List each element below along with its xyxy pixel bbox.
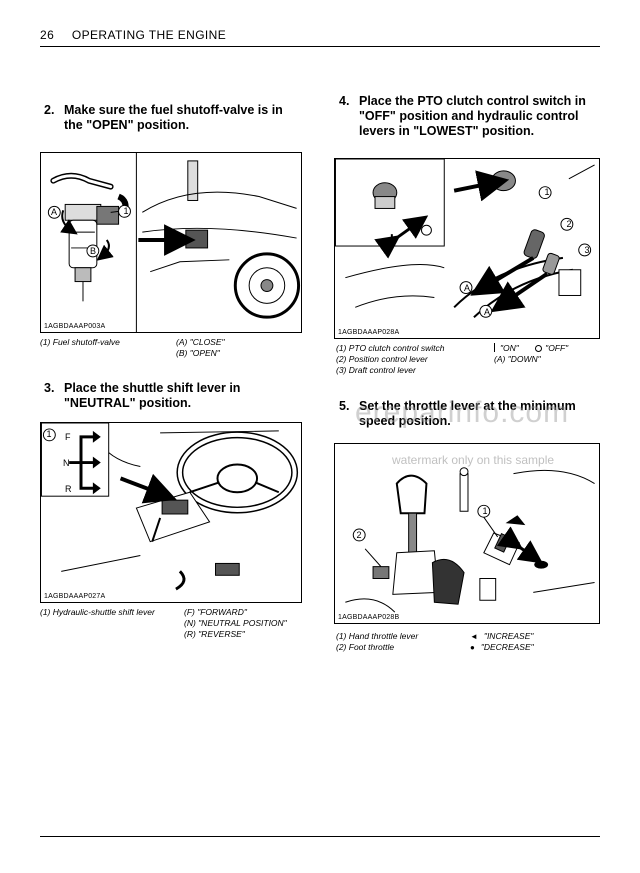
step-text: Place the PTO clutch control switch in "… bbox=[359, 94, 586, 138]
callout-a: A bbox=[51, 207, 58, 217]
legend-item: (3) Draft control lever bbox=[336, 365, 416, 375]
step-2-instruction: 2. Make sure the fuel shutoff-valve is i… bbox=[44, 103, 299, 133]
step-3-instruction: 3. Place the shuttle shift lever in "NEU… bbox=[44, 381, 299, 411]
watermark-site: ereparinfo.com bbox=[355, 396, 570, 429]
shuttle-lever-illustration: 1 F N R 1AGBDAAAP027A bbox=[40, 422, 302, 603]
turtle-icon: ● bbox=[470, 643, 475, 652]
callout-2: 2 bbox=[566, 219, 572, 229]
throttle-drawing bbox=[345, 467, 595, 613]
step-5-legend-left: (1) Hand throttle lever (2) Foot throttl… bbox=[336, 631, 418, 653]
off-symbol-icon bbox=[535, 345, 543, 352]
fuel-valve-illustration: 1 A B 1AGBDAAAP003A bbox=[40, 152, 302, 333]
step-4-legend-left: (1) PTO clutch control switch (2) Positi… bbox=[336, 343, 445, 376]
on-symbol-icon bbox=[494, 343, 495, 352]
callout-1: 1 bbox=[46, 429, 52, 439]
pto-hydraulic-illustration: 1 2 3 A A 1AGBDAAAP028A bbox=[334, 158, 600, 339]
callout-r: R bbox=[65, 484, 72, 494]
legend-item: (N) "NEUTRAL POSITION" bbox=[184, 618, 287, 628]
callout-b: B bbox=[90, 246, 97, 256]
step-text: Make sure the fuel shutoff-valve is in t… bbox=[64, 103, 283, 132]
pto-hydraulic-drawing bbox=[335, 159, 595, 318]
page-number: 26 bbox=[40, 28, 55, 42]
figure-code: 1AGBDAAAP027A bbox=[44, 593, 106, 600]
callout-a: A bbox=[464, 283, 471, 293]
step-2-legend-right: (A) "CLOSE" (B) "OPEN" bbox=[176, 337, 225, 359]
step-number: 5. bbox=[339, 399, 350, 413]
legend-item: (F) "FORWARD" bbox=[184, 607, 247, 617]
legend-item: ◄ "INCREASE" bbox=[470, 631, 534, 642]
figure-code: 1AGBDAAAP028A bbox=[338, 329, 400, 336]
page-header: 26 OPERATING THE ENGINE bbox=[40, 28, 226, 42]
legend-item: (1) Hydraulic-shuttle shift lever bbox=[40, 607, 155, 617]
legend-item: (2) Foot throttle bbox=[336, 642, 395, 652]
legend-item: (A) "CLOSE" bbox=[176, 337, 225, 347]
step-5-legend-right: ◄ "INCREASE" ● "DECREASE" bbox=[470, 631, 534, 653]
callout-1: 1 bbox=[544, 187, 550, 197]
legend-item: (1) Fuel shutoff-valve bbox=[40, 337, 120, 347]
callout-1: 1 bbox=[482, 506, 488, 516]
step-number: 3. bbox=[44, 381, 55, 395]
callout-1: 1 bbox=[123, 206, 129, 216]
step-text: Set the throttle lever at the minimum sp… bbox=[359, 399, 576, 428]
step-2-legend-left: (1) Fuel shutoff-valve bbox=[40, 337, 120, 348]
watermark-note: watermark only on this sample bbox=[392, 453, 555, 467]
footer-divider bbox=[40, 836, 600, 837]
legend-item: "ON" "OFF" bbox=[494, 343, 568, 354]
legend-item: (B) "OPEN" bbox=[176, 348, 220, 358]
callout-f: F bbox=[65, 432, 71, 442]
legend-item: (1) Hand throttle lever bbox=[336, 631, 419, 641]
legend-item: ● "DECREASE" bbox=[470, 642, 534, 653]
rabbit-icon: ◄ bbox=[470, 632, 478, 641]
figure-code: 1AGBDAAAP003A bbox=[44, 323, 106, 330]
step-5-instruction: 5. Set the throttle lever at the minimum… bbox=[339, 399, 601, 429]
on-label: "ON" bbox=[500, 343, 519, 353]
decrease-label: "DECREASE" bbox=[480, 642, 534, 652]
callout-2: 2 bbox=[356, 530, 362, 540]
throttle-illustration: 1 2 1AGBDAAAP028B bbox=[334, 443, 600, 624]
figure-code: 1AGBDAAAP028B bbox=[338, 614, 400, 621]
off-label: "OFF" bbox=[545, 343, 569, 353]
header-divider bbox=[40, 46, 600, 47]
callout-a: A bbox=[484, 307, 491, 317]
callout-3: 3 bbox=[584, 245, 590, 255]
step-text: Place the shuttle shift lever in "NEUTRA… bbox=[64, 381, 241, 410]
shuttle-lever-drawing bbox=[41, 423, 299, 591]
step-number: 4. bbox=[339, 94, 350, 108]
step-number: 2. bbox=[44, 103, 55, 117]
increase-label: "INCREASE" bbox=[483, 631, 534, 641]
fuel-valve-drawing bbox=[47, 153, 301, 332]
legend-item: (2) Position control lever bbox=[336, 354, 428, 364]
legend-item: (A) "DOWN" bbox=[494, 354, 541, 364]
step-3-legend-right: (F) "FORWARD" (N) "NEUTRAL POSITION" (R)… bbox=[184, 607, 287, 640]
legend-item: (1) PTO clutch control switch bbox=[336, 343, 445, 353]
callout-n: N bbox=[63, 458, 70, 468]
legend-item: (R) "REVERSE" bbox=[184, 629, 245, 639]
step-4-instruction: 4. Place the PTO clutch control switch i… bbox=[339, 94, 601, 139]
step-3-legend-left: (1) Hydraulic-shuttle shift lever bbox=[40, 607, 155, 618]
step-4-legend-right: "ON" "OFF" (A) "DOWN" bbox=[494, 343, 568, 365]
section-title: OPERATING THE ENGINE bbox=[71, 28, 227, 42]
